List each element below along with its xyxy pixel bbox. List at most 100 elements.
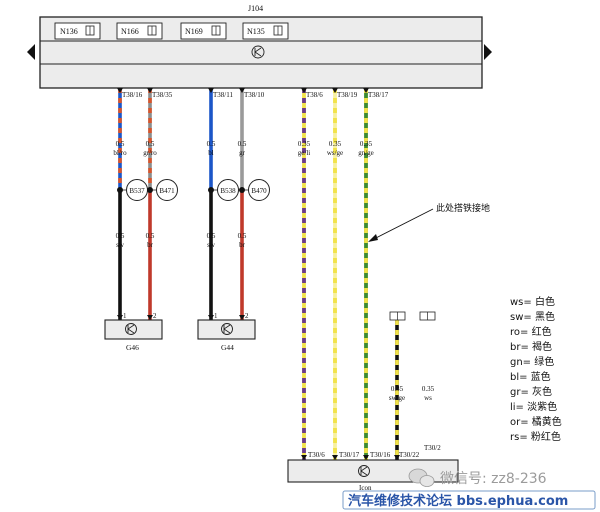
pin-bottom-label: 2 [153,312,157,320]
connector-t1 [419,311,436,321]
legend-row: ro= 红色 [510,325,552,338]
legend-row: gn= 绿色 [510,355,554,368]
ground-annotation: 此处搭铁接地 [436,202,490,213]
wire-gauge-label: 0.5 [207,232,216,240]
wire-gauge-label: 0.5 [146,140,155,148]
splice-label: B470 [251,187,267,195]
wire-color-label: gr [239,149,246,157]
pin-bottom-label: T30/22 [399,451,420,459]
wire-color-label: bl/ro [113,149,127,157]
wire-color-label: br [147,241,154,249]
watermark-forum-box [342,490,596,510]
sensor-box [104,319,163,340]
pin-top-label: T38/35 [152,91,173,99]
watermark-wechat-text: 微信号: zz8-236 [440,471,547,487]
bottom-module-label: Icon [359,484,372,492]
sensor-box [197,319,256,340]
legend-row: li= 淡紫色 [510,400,557,413]
pin-top-label: T38/19 [337,91,358,99]
right-arrow-icon [484,44,492,60]
splice-dot [117,187,123,193]
wire-color-label: br [239,241,246,249]
pin-top-label: T38/10 [244,91,265,99]
pin-arrow-icon [208,315,214,320]
annotation-leader [371,208,434,241]
wire-gauge-label: 0.35 [422,385,435,393]
pin-arrow-icon [239,88,245,93]
sub-label: N135 [247,27,265,36]
sub-component-n136: N136 [54,22,101,40]
transistor-icon [221,323,233,335]
pin-arrow-icon [394,455,400,460]
sub-label: N166 [121,27,139,36]
wire-gauge-label: 0.5 [238,140,247,148]
pin-bottom-label: T30/17 [339,451,360,459]
splice-label: B538 [220,187,236,195]
wire-gauge-label: 0.5 [146,232,155,240]
pin-bottom-label: T30/6 [308,451,325,459]
pin-bottom-label: 1 [214,312,218,320]
wire-color-label: bl [208,149,214,157]
legend-row: or= 橘黄色 [510,415,562,428]
transistor-icon [358,465,370,477]
wire-color-label: gr/ro [143,149,157,157]
splice-dot [147,187,153,193]
wire-color-label: sw [116,241,125,249]
sub-label: N136 [60,27,78,36]
pin-top-label: T38/11 [213,91,233,99]
annotation-arrow-icon [368,234,378,242]
legend-row: bl= 蓝色 [510,370,551,383]
pin-arrow-icon [332,88,338,93]
sub-component-n135: N135 [242,22,289,40]
pin-arrow-icon [208,88,214,93]
pin-bottom-label: T30/16 [370,451,391,459]
connector-t2 [389,311,406,321]
transistor-icon [125,323,137,335]
legend-row: br= 褐色 [510,340,552,353]
pin-bottom-label: T30/2 [424,444,441,452]
wire-gauge-label: 0.5 [116,140,125,148]
pin-top-label: T38/16 [122,91,143,99]
pin-arrow-icon [147,88,153,93]
watermark-wechat: 微信号: zz8-236 [408,468,547,487]
wire-gauge-label: 0.5 [116,232,125,240]
legend-row: ws= 白色 [510,295,555,308]
watermark-forum: 汽车维修技术论坛 bbs.ephua.com [342,490,596,510]
pin-arrow-icon [239,315,245,320]
pin-arrow-icon [147,315,153,320]
wire-gauge-label: 0.35 [360,140,373,148]
pin-arrow-icon [363,88,369,93]
wire-color-label: gn/ge [358,149,374,157]
splice-label: B537 [129,187,145,195]
sensor-label: G44 [221,343,234,352]
sensor-g44: G44 [197,319,256,352]
bottom-module: Icon [287,459,459,492]
sub-component-n169: N169 [180,22,227,40]
sensor-g46: G46 [104,319,163,352]
splice-label: B471 [159,187,175,195]
wires-layer: B537T38/160.5bl/ro0.5sw1B471T38/350.5gr/… [113,88,441,460]
color-legend: ws= 白色 sw= 黑色 ro= 红色 br= 褐色 gn= 绿色 bl= 蓝… [510,295,562,443]
wire-gauge-label: 0.5 [207,140,216,148]
wechat-icon [408,468,435,487]
pin-arrow-icon [332,455,338,460]
pin-arrow-icon [117,88,123,93]
legend-row: rs= 粉红色 [510,430,561,443]
legend-row: gr= 灰色 [510,385,552,398]
wire-gauge-label: 0.35 [391,385,404,393]
pin-bottom-label: 2 [245,312,249,320]
transistor-icon [251,45,265,59]
sensor-label: G46 [126,343,139,352]
legend-row: sw= 黑色 [510,310,555,323]
wire-color-label: sw/ge [389,394,405,402]
splice-dot [239,187,245,193]
pin-arrow-icon [301,88,307,93]
wire-color-label: ws/ge [327,149,343,157]
wire-color-label: ge/li [298,149,310,157]
pin-arrow-icon [363,455,369,460]
watermark-forum-text: 汽车维修技术论坛 bbs.ephua.com [348,493,568,509]
pin-bottom-label: 1 [123,312,127,320]
left-arrow-icon [27,44,35,60]
pin-top-label: T38/6 [306,91,323,99]
